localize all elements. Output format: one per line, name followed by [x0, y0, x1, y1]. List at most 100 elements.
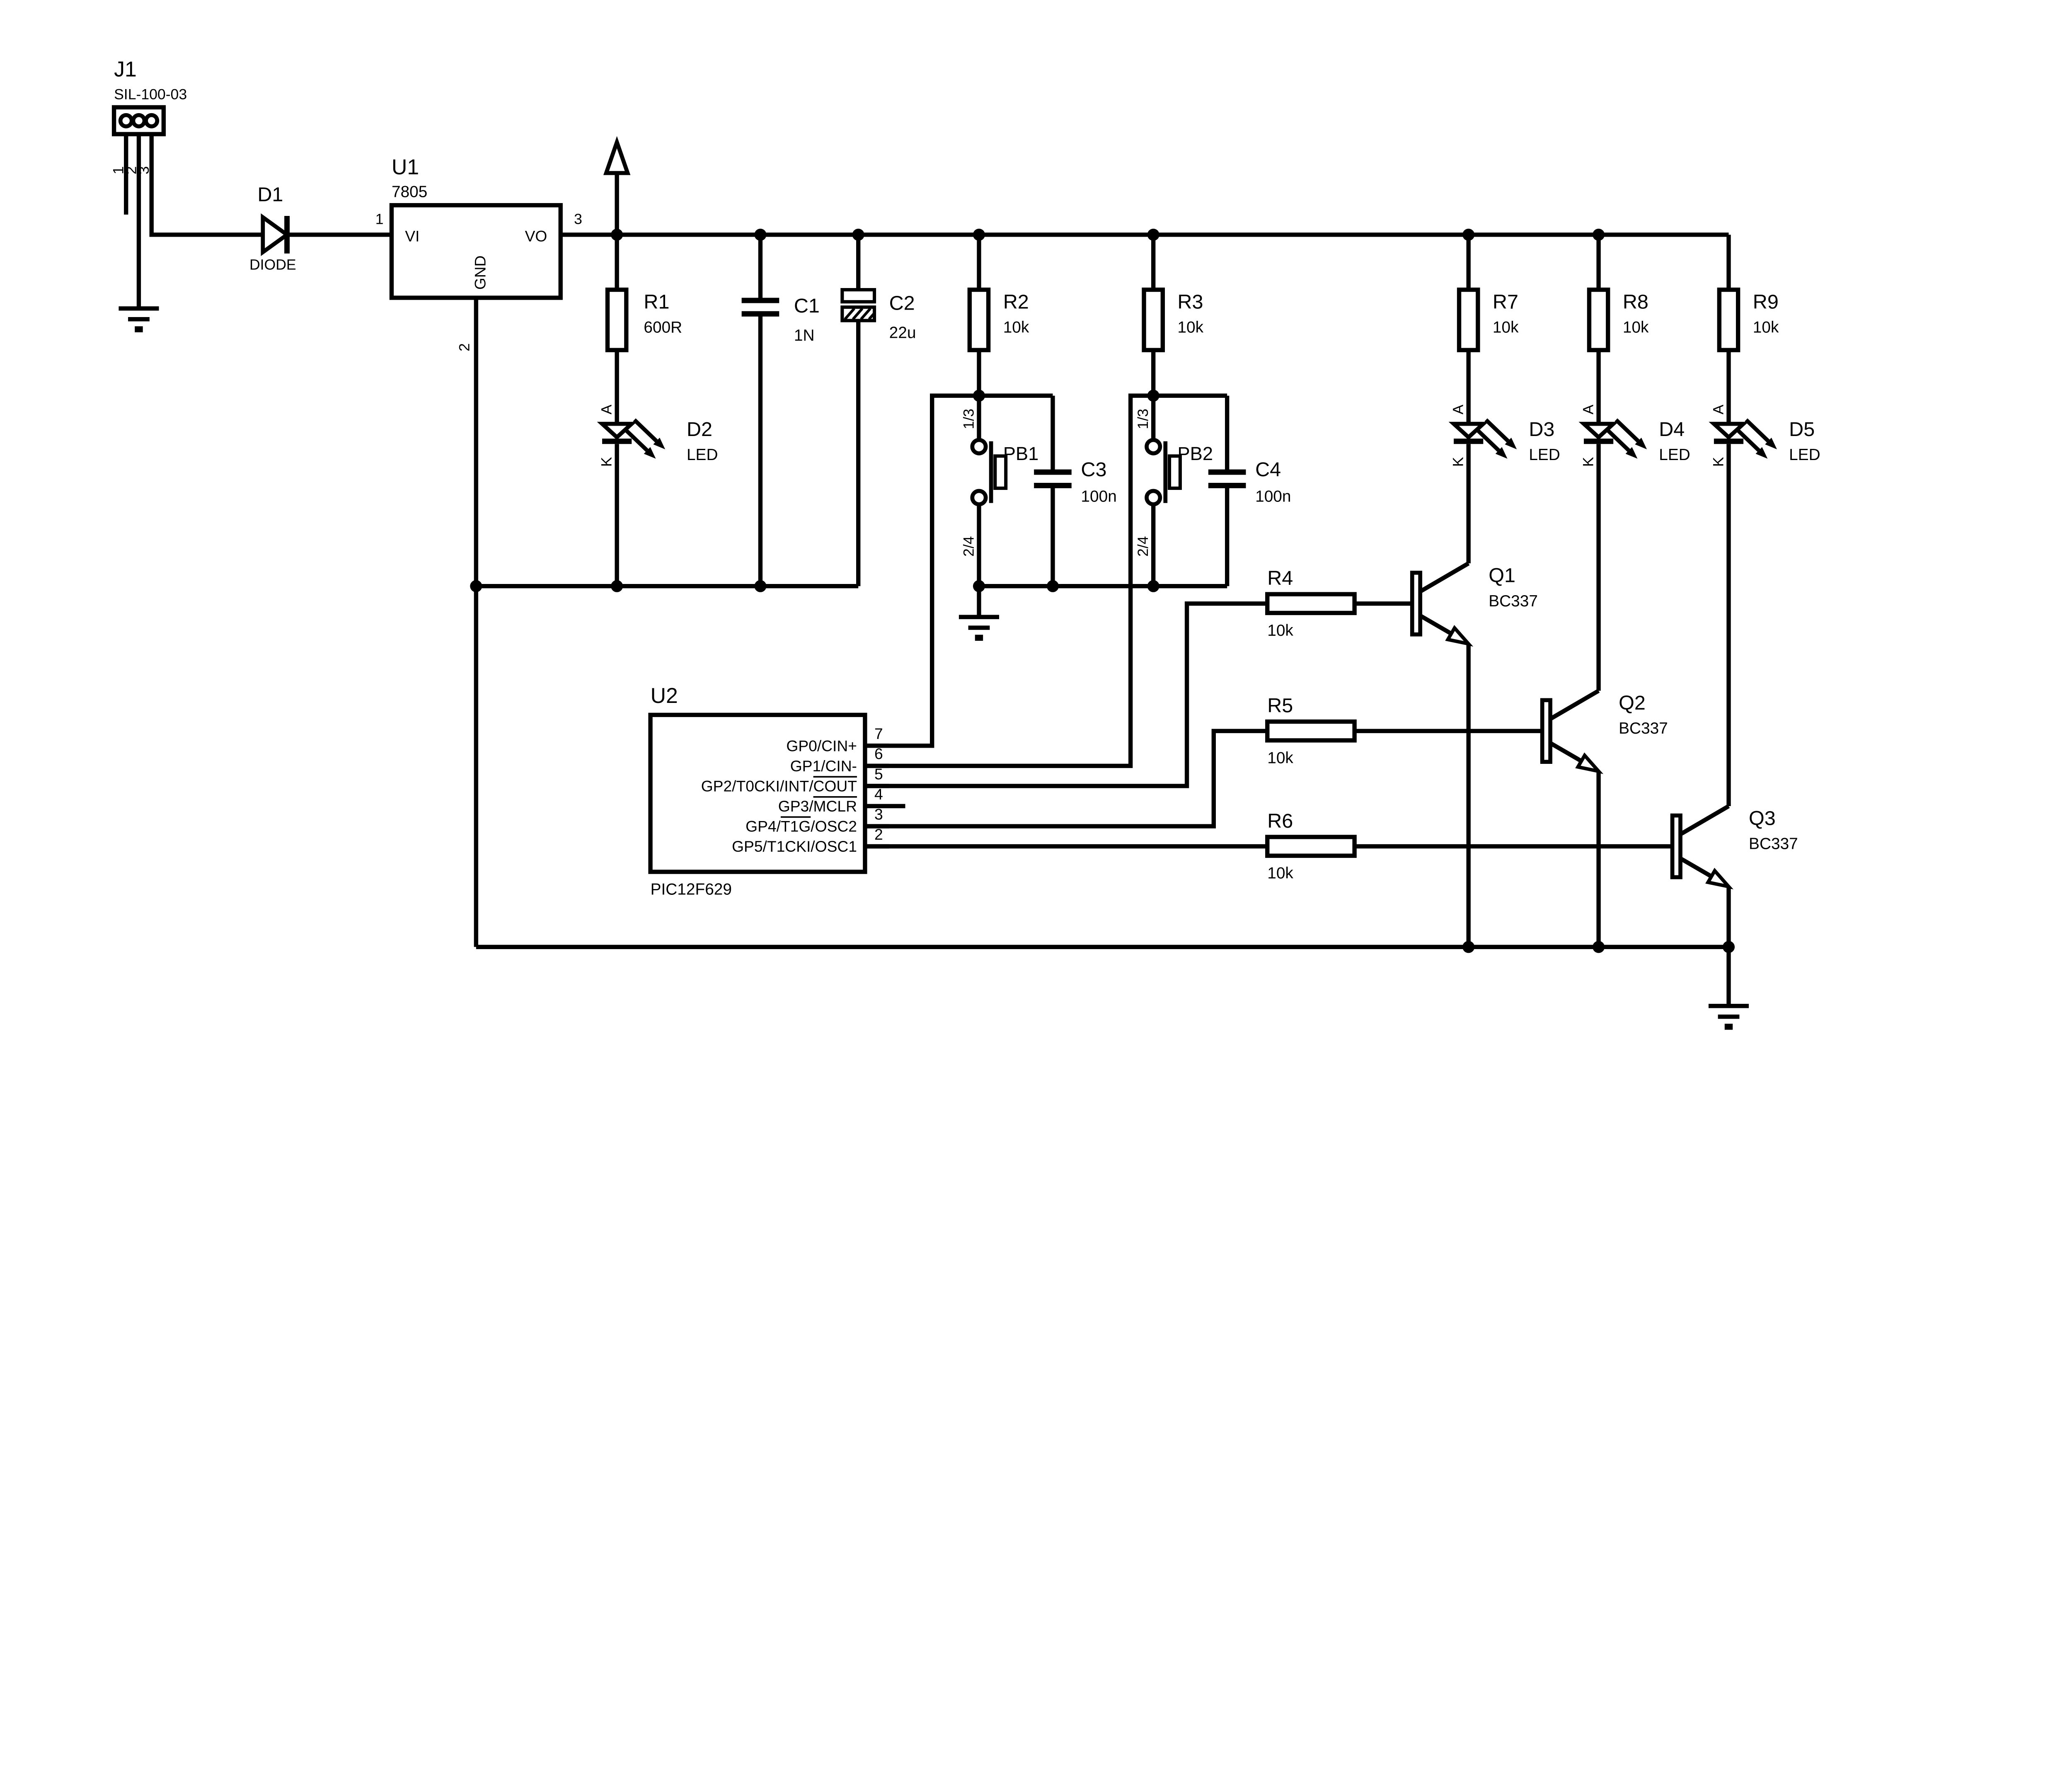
u2-pin7-label: GP0/CIN+: [786, 737, 857, 754]
r6-ref: R6: [1267, 810, 1293, 832]
ground-main-icon: [1708, 1004, 1749, 1030]
u2-value: PIC12F629: [651, 881, 732, 899]
r3-ref: R3: [1177, 291, 1203, 313]
u1-ref: U1: [392, 155, 419, 179]
u2-pin7-number: 7: [874, 725, 883, 742]
q3-value: BC337: [1749, 835, 1798, 853]
r1-ref: R1: [644, 291, 669, 313]
ground-j1-icon: [119, 306, 159, 332]
u1-pin-vo-label: VO: [525, 228, 547, 245]
d2-ref: D2: [687, 418, 712, 441]
led-D3-icon: A K D3 LED: [1448, 405, 1560, 467]
d4-value: LED: [1659, 446, 1690, 464]
u2-pin2-label: GP5/T1CKI/OSC1: [732, 838, 857, 855]
capacitor-C3-icon: C3 100n: [1034, 458, 1117, 505]
d3-anode-label: A: [1450, 405, 1467, 414]
capacitor-C1-icon: C1 1N: [741, 295, 820, 344]
u1-pin-gnd-label: GND: [472, 255, 489, 290]
q1-ref: Q1: [1489, 564, 1515, 587]
transistor-Q1-icon: Q1 BC337: [1410, 561, 1538, 647]
d5-ref: D5: [1789, 418, 1815, 441]
r7-ref: R7: [1493, 291, 1518, 313]
d2-anode-label: A: [598, 405, 615, 414]
pushbutton-PB1-icon: PB1 1/3 2/4: [961, 409, 1039, 557]
c3-ref: C3: [1081, 458, 1106, 481]
j1-pad-2-icon: [131, 113, 147, 128]
r8-value: 10k: [1623, 319, 1649, 337]
r9-ref: R9: [1753, 291, 1779, 313]
u2-pin4-label: GP3/MCLR: [778, 797, 857, 815]
resistor-R5: R5 10k: [1265, 694, 1357, 767]
u1-pin2-number: 2: [456, 343, 473, 351]
j1-pad-3-icon: [144, 113, 160, 128]
d5-value: LED: [1789, 446, 1820, 464]
c4-ref: C4: [1255, 458, 1281, 481]
c1-value: 1N: [794, 327, 815, 344]
schematic-page: J1 SIL-100-03 1 2 3 D1 DIODE U1 7805 VI …: [110, 57, 1820, 1030]
c2-ref: C2: [889, 292, 915, 315]
resistor-R4: R4 10k: [1265, 567, 1357, 640]
u1-pin1-number: 1: [375, 211, 384, 227]
resistor-R9: R9 10k: [1717, 287, 1779, 352]
pb2-pin-bottom-label: 2/4: [1135, 536, 1151, 557]
q3-ref: Q3: [1749, 807, 1776, 829]
d4-ref: D4: [1659, 418, 1685, 441]
regulator-U1: U1 7805 VI VO GND 1 3 2: [375, 155, 582, 351]
connector-J1: J1 SIL-100-03 1 2 3: [110, 57, 187, 174]
u2-pin3-label: GP4/T1G/OSC2: [746, 817, 857, 835]
j1-value: SIL-100-03: [114, 86, 187, 102]
pb2-ref: PB2: [1177, 443, 1213, 464]
led-D5-icon: A K D5 LED: [1709, 405, 1820, 467]
resistor-R2: R2 10k: [967, 287, 1029, 352]
q1-value: BC337: [1489, 592, 1538, 610]
transistor-Q2-icon: Q2 BC337: [1540, 689, 1668, 774]
pb1-pin-bottom-label: 2/4: [961, 536, 977, 557]
transistor-Q3-icon: Q3 BC337: [1670, 804, 1798, 889]
r5-ref: R5: [1267, 694, 1293, 717]
j1-pin2-label: 2: [123, 166, 139, 174]
pb1-pin-top-label: 1/3: [961, 409, 977, 429]
u2-pin3-number: 3: [874, 805, 883, 823]
u1-value: 7805: [392, 183, 427, 201]
schematic-canvas: J1 SIL-100-03 1 2 3 D1 DIODE U1 7805 VI …: [110, 57, 1820, 1030]
u2-pin5-label: GP2/T0CKI/INT/COUT: [701, 777, 857, 795]
d1-value: DIODE: [249, 256, 296, 273]
u2-pin5-number: 5: [874, 765, 883, 782]
r8-ref: R8: [1623, 291, 1648, 313]
r3-value: 10k: [1177, 319, 1203, 337]
pb2-pin-top-label: 1/3: [1135, 409, 1151, 429]
r9-value: 10k: [1753, 319, 1779, 337]
j1-pin1-label: 1: [110, 166, 127, 174]
d1-ref: D1: [257, 183, 283, 206]
j1-pad-1-icon: [118, 113, 134, 128]
r2-value: 10k: [1003, 319, 1029, 337]
u1-pin3-number: 3: [574, 211, 582, 227]
j1-ref: J1: [114, 57, 137, 81]
r6-value: 10k: [1267, 865, 1293, 882]
c3-value: 100n: [1081, 487, 1116, 505]
capacitor-C2-icon: C2 22u: [840, 288, 916, 342]
led-D4-icon: A K D4 LED: [1578, 405, 1690, 467]
r2-ref: R2: [1003, 291, 1029, 313]
d5-cathode-label: K: [1710, 457, 1727, 467]
u2-pin4-number: 4: [874, 785, 883, 803]
r5-value: 10k: [1267, 749, 1293, 767]
power-arrow-icon: [603, 136, 631, 175]
r1-value: 600R: [644, 319, 682, 337]
r4-value: 10k: [1267, 622, 1293, 640]
resistor-R7: R7 10k: [1457, 287, 1519, 352]
d3-value: LED: [1529, 446, 1560, 464]
d4-cathode-label: K: [1580, 457, 1597, 467]
u2-pin2-number: 2: [874, 826, 883, 843]
led-D2-icon: A K D2 LED: [597, 405, 718, 467]
u1-pin-vi-label: VI: [405, 228, 419, 245]
d2-cathode-label: K: [598, 457, 615, 467]
u2-pin6-label: GP1/CIN-: [790, 757, 857, 775]
diode-D1-icon: D1 DIODE: [249, 183, 296, 273]
q2-ref: Q2: [1619, 692, 1646, 714]
r4-ref: R4: [1267, 567, 1293, 589]
resistor-R3: R3 10k: [1142, 287, 1204, 352]
capacitor-C4-icon: C4 100n: [1208, 458, 1291, 505]
u2-ref: U2: [651, 683, 678, 707]
d4-anode-label: A: [1580, 405, 1597, 414]
